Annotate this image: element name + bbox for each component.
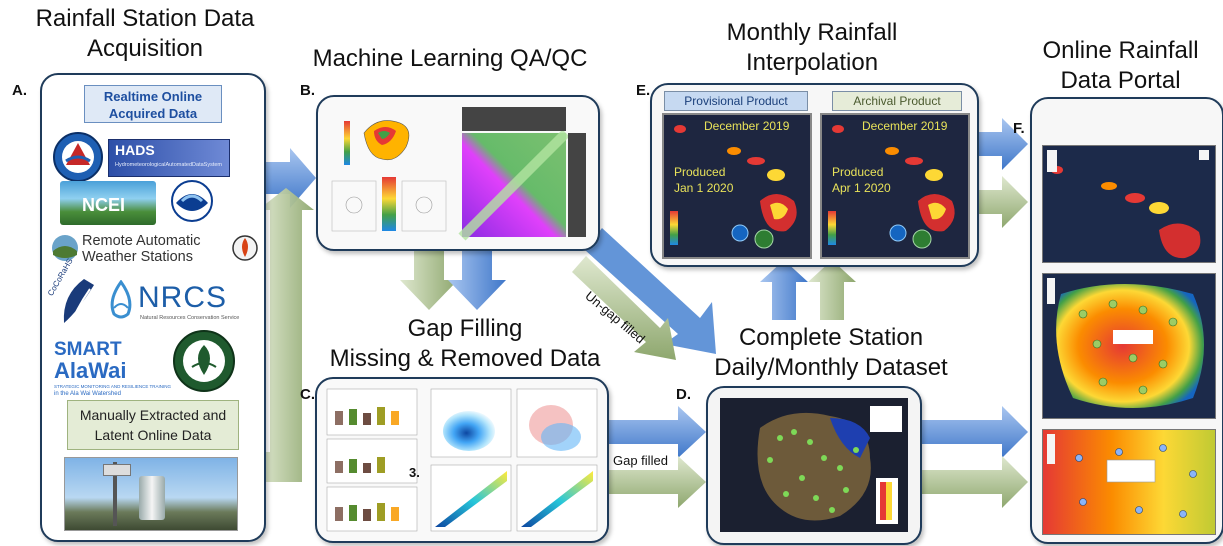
manual-data-label: Manually Extracted and Latent Online Dat… <box>67 400 239 450</box>
label-d: D. <box>676 386 691 403</box>
hads-logo: HADS HydrometeorologicalAutomatedDataSys… <box>108 139 230 177</box>
heading-portal-line2: Data Portal <box>1060 67 1181 94</box>
heading-acquisition: Rainfall Station Data Acquisition <box>10 4 280 64</box>
portal-screenshot-2 <box>1042 273 1216 419</box>
label-e: E. <box>636 82 651 99</box>
portal-screenshot-1 <box>1042 145 1216 263</box>
realtime-data-label: Realtime Online Acquired Data <box>84 85 222 123</box>
portal-map-2 <box>1047 278 1204 408</box>
label-c: C. <box>300 386 315 403</box>
provisional-islands <box>670 125 797 249</box>
noaa-logo-icon <box>171 180 213 222</box>
ncei-logo-text: NCEI <box>82 195 126 215</box>
qaqc-figure <box>331 107 586 241</box>
heading-interpolation-line2: Interpolation <box>745 49 879 76</box>
arrow-a-to-b-manual <box>258 188 314 482</box>
arrow-b-to-d-green <box>572 256 676 360</box>
arrow-e-to-f-green <box>975 176 1028 228</box>
station-map <box>720 398 908 532</box>
nws-logo-icon <box>53 132 103 182</box>
heading-acquisition-line1: Rainfall Station Data <box>35 5 255 32</box>
arrow-c-to-d-green <box>605 456 706 508</box>
hads-logo-text: HADS <box>115 142 155 158</box>
raws-globe-icon <box>52 235 78 261</box>
provisional-product-label: Provisional Product <box>664 91 808 111</box>
arrow-b-to-c-blue <box>448 248 506 310</box>
heading-portal-line1: Online Rainfall <box>1042 37 1199 64</box>
portal-map-1 <box>1047 150 1209 259</box>
label-c-step3: 3. <box>409 465 420 480</box>
arrow-c-to-d-blue <box>605 406 706 458</box>
archival-produced-line1: Produced <box>832 165 884 179</box>
arrow-d-to-f-green <box>918 456 1028 508</box>
alawai-logo-text: AlaWai <box>54 358 127 383</box>
panel-complete-dataset <box>706 386 922 545</box>
rain-gauge-photo <box>64 457 238 531</box>
cocorahs-logo-icon <box>63 279 94 332</box>
rain-gauge-mast <box>113 462 117 526</box>
provisional-map-month: December 2019 <box>704 119 790 133</box>
arrow-e-to-f-blue <box>975 118 1028 170</box>
archival-islands <box>828 125 955 249</box>
provisional-produced-line2: Jan 1 2020 <box>674 181 734 195</box>
heading-portal: Online Rainfall Data Portal <box>1018 36 1223 96</box>
arrow-d-to-e-blue <box>760 260 808 320</box>
archival-produced-line2: Apr 1 2020 <box>832 181 891 195</box>
gap-filling-figure <box>326 388 598 532</box>
panel-qaqc <box>316 95 600 251</box>
archival-map-month: December 2019 <box>862 119 948 133</box>
label-b: B. <box>300 82 315 99</box>
heading-complete-dataset-line1: Complete Station <box>738 324 924 351</box>
raws-logo-line2: Weather Stations <box>82 249 193 265</box>
panel-gap-filling: 3. <box>315 377 609 543</box>
heading-qaqc: Machine Learning QA/QC <box>312 45 588 72</box>
alawai-logo-subtext: in the Ala Wai Watershed <box>54 391 121 397</box>
heading-gap-filling-line2: Missing & Removed Data <box>329 345 601 372</box>
heading-interpolation-line1: Monthly Rainfall <box>726 19 898 46</box>
nrcs-logo-text: NRCS <box>138 281 228 314</box>
archival-product-label: Archival Product <box>832 91 962 111</box>
archival-map: December 2019 Produced Apr 1 2020 <box>820 113 970 259</box>
arrow-d-to-f-blue <box>918 406 1028 458</box>
smart-logo-text: SMART <box>54 339 122 360</box>
nrcs-logo-subtext: Natural Resources Conservation Service <box>140 315 240 321</box>
portal-screenshot-3 <box>1042 429 1216 535</box>
smart-logo-subtext: STRATEGIC MONITORING AND RESILIENCE TRAI… <box>54 384 172 389</box>
arrow-a-to-b <box>262 148 316 208</box>
university-seal-icon <box>173 330 235 392</box>
heading-gap-filling: Gap Filling Missing & Removed Data <box>300 314 630 374</box>
arrow-b-to-d-ungap <box>585 228 716 354</box>
provisional-produced-line1: Produced <box>674 165 726 179</box>
gap-filled-label: Gap filled <box>611 452 670 469</box>
rain-gauge-head <box>103 464 131 476</box>
heading-interpolation: Monthly Rainfall Interpolation <box>672 18 952 78</box>
arrow-b-to-c-green <box>400 248 458 310</box>
heading-acquisition-line2: Acquisition <box>86 35 204 62</box>
heading-gap-filling-line1: Gap Filling <box>407 315 523 342</box>
raws-logo: Remote Automatic Weather Stations <box>82 233 232 265</box>
ncei-logo: NCEI <box>60 181 156 225</box>
arrow-d-to-e-green <box>808 260 856 320</box>
provisional-map: December 2019 Produced Jan 1 2020 <box>662 113 812 259</box>
hads-logo-subtext: HydrometeorologicalAutomatedDataSystem <box>115 162 222 168</box>
raws-logo-line1: Remote Automatic <box>82 233 201 249</box>
nrcs-drop-icon <box>110 280 132 319</box>
heading-complete-dataset-line2: Daily/Monthly Dataset <box>714 354 948 381</box>
panel-data-portal <box>1030 97 1223 544</box>
label-f: F. <box>1013 120 1025 137</box>
panel-interpolation: Provisional Product Archival Product Dec… <box>650 83 979 267</box>
rain-gauge-cylinder <box>139 476 165 520</box>
fire-agency-icon <box>232 235 258 261</box>
portal-map-3 <box>1047 434 1197 518</box>
panel-data-acquisition: Realtime Online Acquired Data HADS Hydro… <box>40 73 266 542</box>
station-map-drawing <box>757 406 902 524</box>
heading-complete-dataset: Complete Station Daily/Monthly Dataset <box>686 323 976 383</box>
label-a: A. <box>12 82 27 99</box>
